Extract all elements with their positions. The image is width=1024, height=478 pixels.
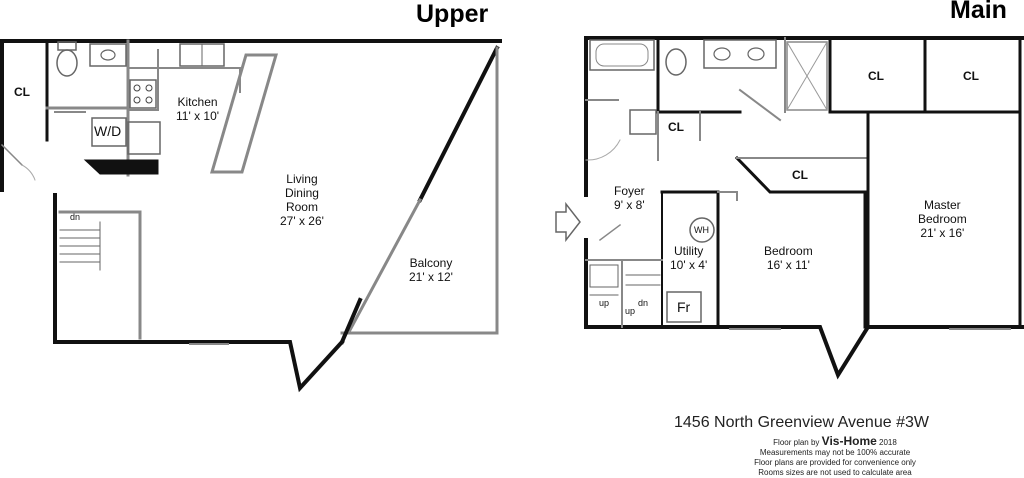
upper-stairs-down-label: dn: [70, 212, 81, 222]
bedroom-dims: 16' x 11': [766, 258, 810, 272]
master-dims: 21' x 16': [920, 226, 965, 240]
upper-floor-plan: [0, 39, 502, 393]
bedroom-name: Bedroom: [764, 244, 813, 258]
upper-closet-label: CL: [14, 85, 30, 99]
balcony-dims: 21' x 12': [409, 270, 453, 284]
living-line2: Dining: [284, 186, 319, 200]
disclaimer-2: Floor plans are provided for convenience…: [754, 458, 916, 467]
washer-dryer-label: W/D: [94, 123, 122, 139]
kitchen-dims: 11' x 10': [176, 109, 220, 123]
balcony-label: Balcony 21' x 12': [409, 256, 453, 284]
master-bedroom-label: Master Bedroom 21' x 16': [918, 198, 967, 240]
utility-name: Utility: [673, 244, 704, 258]
credit-year: 2018: [879, 438, 897, 447]
property-address: 1456 North Greenview Avenue #3W: [674, 414, 929, 431]
master-line1: Master: [924, 198, 961, 212]
balcony-outline: [340, 46, 499, 335]
master-line2: Bedroom: [918, 212, 967, 226]
main-closet-4: CL: [792, 168, 808, 182]
utility-dims: 10' x 4': [670, 258, 708, 272]
upper-heading: Upper: [416, 0, 489, 28]
disclaimer-3: Rooms sizes are not used to calculate ar…: [758, 468, 912, 477]
kitchen-label: Kitchen 11' x 10': [176, 95, 219, 123]
main-stairs-down: dn: [638, 298, 649, 308]
credit-line: Floor plan by Vis-Home 2018: [730, 434, 940, 448]
brand-name: Vis-Home: [821, 434, 877, 448]
main-heading: Main: [950, 0, 1007, 24]
foyer-name: Foyer: [614, 184, 645, 198]
main-stairs-up-2: up: [625, 306, 636, 316]
balcony-name: Balcony: [409, 256, 453, 270]
living-line1: Living: [286, 172, 318, 186]
foyer-dims: 9' x 8': [614, 198, 645, 212]
kitchen-island: [210, 53, 278, 174]
utility-label: Utility 10' x 4': [670, 244, 707, 272]
main-closet-2: CL: [963, 69, 979, 83]
water-heater-label: WH: [694, 225, 709, 235]
furnace-label: Fr: [677, 299, 691, 315]
main-closet-3: CL: [668, 120, 684, 134]
floor-plan-credits: Floor plan by Vis-Home 2018 Measurements…: [730, 434, 940, 478]
living-line3: Room: [285, 200, 318, 214]
main-closet-1: CL: [868, 69, 884, 83]
foyer-label: Foyer 9' x 8': [614, 184, 645, 212]
main-floor-plan: [555, 36, 1024, 380]
kitchen-name: Kitchen: [177, 95, 218, 109]
entry-arrow: [555, 201, 581, 243]
living-dims: 27' x 26': [280, 214, 324, 228]
living-room-label: Living Dining Room 27' x 26': [280, 172, 324, 228]
bedroom-label: Bedroom 16' x 11': [764, 244, 813, 272]
credit-prefix: Floor plan by: [773, 438, 820, 447]
main-stairs-up-1: up: [599, 298, 610, 308]
disclaimer-1: Measurements may not be 100% accurate: [759, 448, 911, 457]
